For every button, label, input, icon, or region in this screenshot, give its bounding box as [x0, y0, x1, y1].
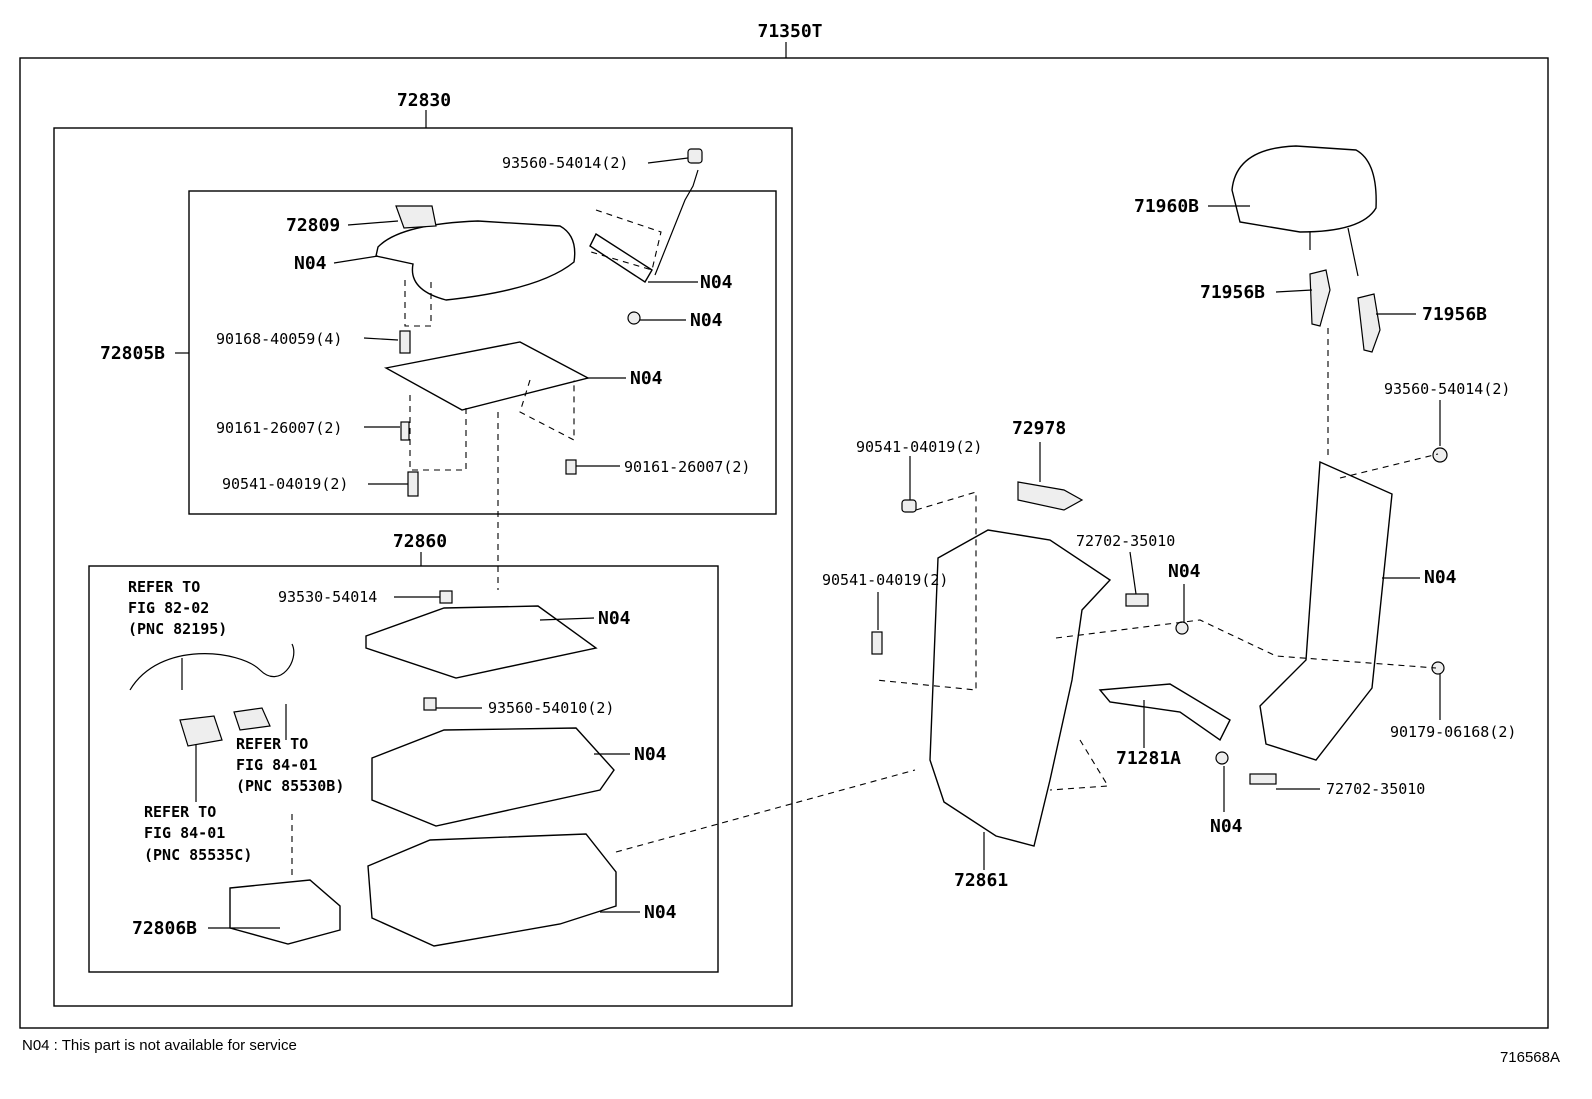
part-label[interactable]: N04: [1210, 816, 1243, 837]
part-label[interactable]: 71956B: [1422, 304, 1487, 325]
screw[interactable]: [423, 697, 437, 711]
lid-lock-knob[interactable]: [395, 205, 437, 229]
part-label[interactable]: 93560-54014(2): [1384, 380, 1510, 398]
seat-back-frame[interactable]: [1259, 460, 1393, 761]
screw[interactable]: [407, 471, 419, 497]
part-label[interactable]: 71960B: [1134, 196, 1199, 217]
part-label[interactable]: N04: [644, 902, 677, 923]
part-label[interactable]: 72806B: [132, 918, 197, 939]
part-label[interactable]: N04: [630, 368, 663, 389]
headrest-guide[interactable]: [1309, 269, 1331, 327]
part-label[interactable]: 90541-04019(2): [222, 475, 348, 493]
ref-note: REFER TO: [236, 735, 308, 753]
ref-note: REFER TO: [128, 578, 200, 596]
power-outlet[interactable]: [179, 715, 223, 747]
part-label[interactable]: N04: [1168, 561, 1201, 582]
screw[interactable]: [439, 590, 453, 604]
labels: 71350T 72830 72805B 72860 93560-54014(2)…: [22, 21, 1560, 1066]
part-label[interactable]: N04: [634, 744, 667, 765]
lid-hinge[interactable]: [589, 232, 653, 283]
headrest-guide[interactable]: [1357, 293, 1381, 353]
frames: [19, 42, 1549, 1029]
right-parts: [871, 145, 1448, 847]
part-label[interactable]: 90541-04019(2): [822, 571, 948, 589]
ref-note: (PNC 85535C): [144, 846, 252, 864]
figure-code: 716568A: [1500, 1049, 1560, 1066]
screw[interactable]: [399, 330, 411, 354]
part-label[interactable]: N04: [1424, 567, 1457, 588]
ref-note: (PNC 85530B): [236, 777, 344, 795]
nut[interactable]: [1215, 751, 1229, 765]
ref-note: FIG 84-01: [236, 756, 317, 774]
footnote: N04 : This part is not available for ser…: [22, 1037, 297, 1054]
lid-parts: [375, 148, 703, 590]
part-label[interactable]: 90179-06168(2): [1390, 723, 1516, 741]
link-bracket[interactable]: [1098, 683, 1231, 742]
ref-note: FIG 82-02: [128, 599, 209, 617]
bracket[interactable]: [1017, 481, 1084, 511]
lid-inner-panel[interactable]: [383, 341, 590, 411]
screw[interactable]: [565, 459, 577, 475]
screw[interactable]: [871, 631, 883, 655]
part-label[interactable]: 93560-54014(2): [502, 154, 628, 172]
part-label[interactable]: N04: [690, 310, 723, 331]
part-label[interactable]: 72809: [286, 215, 340, 236]
cigarette-lighter[interactable]: [233, 707, 271, 731]
ref-note: REFER TO: [144, 803, 216, 821]
bolt[interactable]: [1125, 593, 1149, 607]
label-box-assembly[interactable]: 72860: [393, 531, 447, 552]
screw[interactable]: [901, 499, 917, 513]
part-label[interactable]: 90541-04019(2): [856, 438, 982, 456]
part-label[interactable]: 90161-26007(2): [624, 458, 750, 476]
leader-lines: [181, 157, 1441, 929]
cup-holder-insert[interactable]: [229, 879, 341, 945]
ref-note: FIG 84-01: [144, 824, 225, 842]
armrest-lid[interactable]: [375, 220, 576, 301]
console-tray[interactable]: [371, 727, 615, 827]
label-main-assembly[interactable]: 71350T: [757, 21, 822, 42]
part-label[interactable]: 93530-54014: [278, 588, 377, 606]
part-label[interactable]: 90161-26007(2): [216, 419, 342, 437]
armrest-frame[interactable]: [929, 529, 1112, 847]
part-label[interactable]: 72861: [954, 870, 1008, 891]
part-label[interactable]: 93560-54010(2): [488, 699, 614, 717]
screw[interactable]: [687, 148, 703, 164]
part-label[interactable]: 90168-40059(4): [216, 330, 342, 348]
wire-harness: [129, 643, 295, 691]
nut[interactable]: [1175, 621, 1189, 635]
part-label[interactable]: N04: [598, 608, 631, 629]
ref-note: (PNC 82195): [128, 620, 227, 638]
part-label[interactable]: 72702-35010: [1076, 532, 1175, 550]
part-label[interactable]: 72978: [1012, 418, 1066, 439]
label-sub-assembly[interactable]: 72830: [397, 90, 451, 111]
screw[interactable]: [1432, 447, 1448, 463]
label-lid-assembly[interactable]: 72805B: [100, 343, 165, 364]
screw[interactable]: [627, 311, 641, 325]
part-label[interactable]: 71281A: [1116, 748, 1181, 769]
part-label[interactable]: 71956B: [1200, 282, 1265, 303]
console-top-panel[interactable]: [365, 605, 598, 679]
screw[interactable]: [400, 421, 410, 441]
part-label[interactable]: N04: [294, 253, 327, 274]
part-label[interactable]: N04: [700, 272, 733, 293]
console-body[interactable]: [367, 833, 617, 947]
part-label[interactable]: 72702-35010: [1326, 780, 1425, 798]
headrest[interactable]: [1231, 145, 1377, 233]
bolt[interactable]: [1249, 773, 1277, 785]
